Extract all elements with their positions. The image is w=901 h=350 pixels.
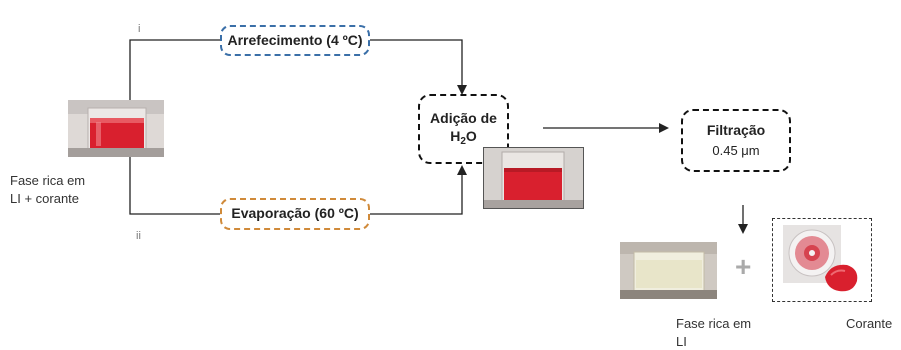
dye-product-photo bbox=[772, 218, 872, 302]
il-phase-label: Fase rica em LI bbox=[676, 315, 786, 350]
il-phase-vial-photo bbox=[620, 242, 717, 299]
il-phase-line1: Fase rica em bbox=[676, 316, 752, 331]
water-formula: H2O bbox=[450, 128, 477, 149]
plus-sign: + bbox=[735, 251, 752, 282]
filtration-pore-size: 0.45 μm bbox=[712, 142, 760, 158]
upper-branch-line bbox=[129, 39, 220, 100]
water-formula-h: H bbox=[450, 127, 461, 144]
filtration-label: Filtração bbox=[706, 122, 766, 139]
evaporation-step-box: Evaporação (60 ºC) bbox=[220, 198, 370, 230]
evaporation-step-label: Evaporação (60 ºC) bbox=[231, 205, 359, 222]
water-formula-subscript: 2 bbox=[460, 135, 466, 147]
water-formula-o: O bbox=[465, 127, 477, 144]
branch-label-ii: ii bbox=[136, 230, 141, 242]
precipitate-vial-photo bbox=[483, 147, 584, 209]
starting-phase-line2: LI + corante bbox=[10, 190, 80, 206]
starting-phase-line1: Fase rica em bbox=[10, 173, 86, 188]
water-addition-line1: Adição de bbox=[430, 110, 497, 126]
il-phase-line2: LI bbox=[676, 333, 687, 349]
dye-label: Corante bbox=[846, 316, 893, 331]
cooling-to-water-arrow bbox=[370, 39, 467, 95]
starting-vial-photo bbox=[68, 100, 164, 157]
branch-label-i: i bbox=[138, 23, 141, 35]
cooling-step-box: Arrefecimento (4 ºC) bbox=[220, 25, 370, 56]
starting-phase-label: Fase rica em LI + corante bbox=[10, 172, 140, 207]
filtration-box: Filtração 0.45 μm bbox=[681, 109, 791, 172]
evaporation-to-water-arrow bbox=[370, 165, 467, 215]
cooling-step-label: Arrefecimento (4 ºC) bbox=[227, 31, 363, 48]
lower-branch-line bbox=[129, 157, 220, 215]
